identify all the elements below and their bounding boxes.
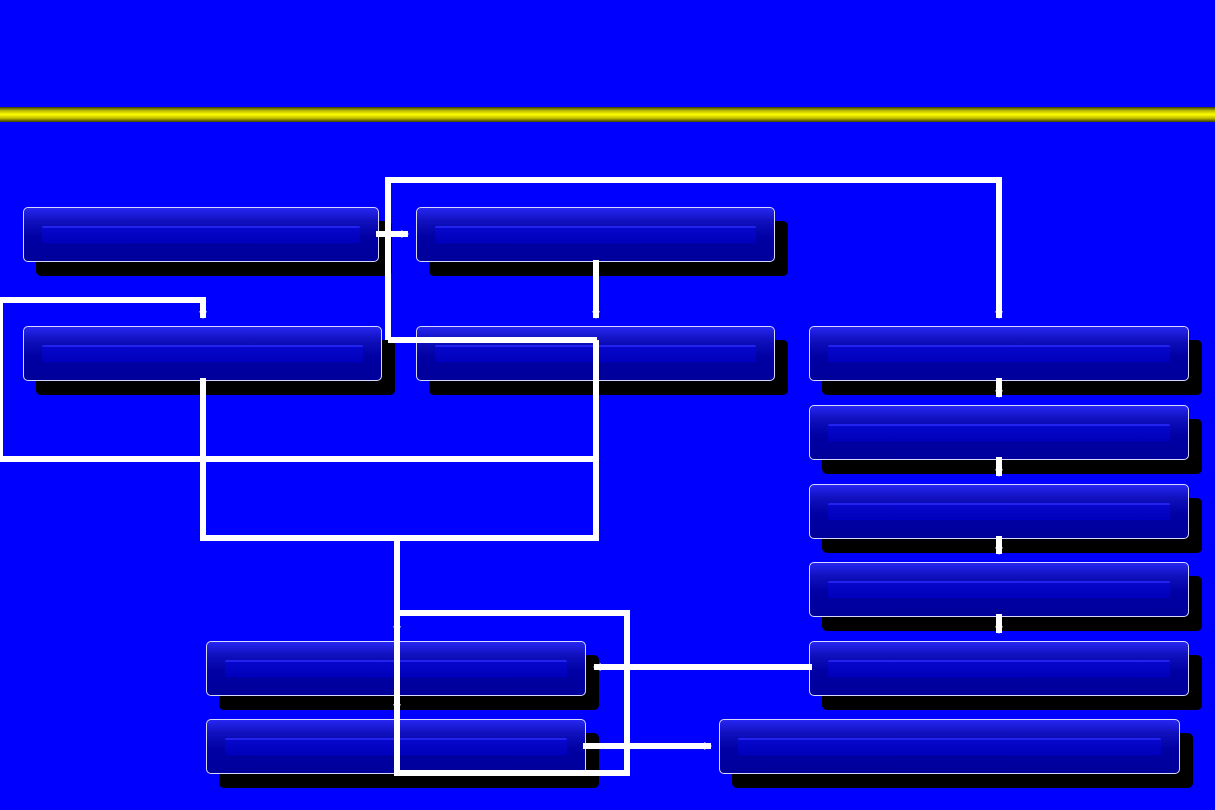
connector-bottom-loop: [394, 610, 630, 776]
flow-box-right-3[interactable]: [809, 484, 1202, 553]
connector-loop-top: [385, 177, 1003, 340]
flow-box-right-5[interactable]: [809, 641, 1202, 710]
flow-box-bottom-right[interactable]: [719, 719, 1193, 788]
connector-merge: [200, 340, 599, 541]
flow-box-second-center[interactable]: [416, 326, 788, 395]
flow-box-top-left[interactable]: [23, 207, 392, 276]
flow-box-right-4[interactable]: [809, 562, 1202, 631]
connector-left-rail: [0, 300, 596, 462]
flow-box-second-left[interactable]: [23, 326, 395, 395]
connector-left-feedback: [0, 297, 207, 319]
flow-box-top-center[interactable]: [416, 207, 788, 276]
title-divider: [0, 107, 1215, 122]
flow-box-right-2[interactable]: [809, 405, 1202, 474]
flow-box-right-1[interactable]: [809, 326, 1202, 395]
